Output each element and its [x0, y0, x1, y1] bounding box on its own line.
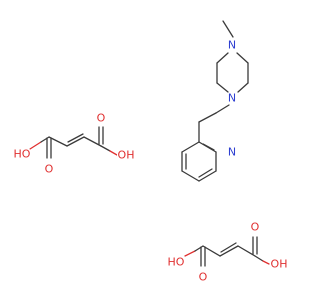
hydroxyl-label: HO	[14, 148, 31, 161]
ring-bond	[216, 82, 229, 93]
oh-bond	[109, 150, 118, 156]
carboxyl-bond	[100, 145, 111, 152]
oh-bond	[262, 260, 270, 265]
pyridine-ring	[181, 121, 217, 182]
methylpiperazine	[216, 20, 249, 93]
ring-bond	[202, 143, 215, 151]
carboxyl-bond	[254, 255, 264, 262]
linker-bond	[215, 104, 230, 114]
chain-bond	[83, 136, 102, 147]
ring-bond	[181, 141, 200, 153]
nitrogen-atom-label: N	[228, 39, 236, 52]
hydroxyl-label: OH	[118, 149, 135, 162]
ring-bond	[216, 52, 229, 64]
nitrogen-atom-label: N	[228, 146, 236, 159]
oh-bond	[184, 250, 196, 257]
carboxyl-bond	[40, 136, 50, 143]
butenedioic-acid-1	[29, 126, 118, 159]
oxygen-atom-label: O	[45, 163, 54, 176]
chain-bond	[237, 245, 256, 257]
chemical-structure-diagram: N N N HO O O OH HO O O OH	[13, 20, 288, 284]
nitrogen-atom-label: N	[228, 92, 236, 105]
chain-bond	[219, 245, 239, 257]
ring-bond	[198, 168, 213, 178]
oh-bond	[29, 141, 42, 150]
ring-bond	[236, 52, 249, 64]
ring-bond	[181, 170, 200, 182]
ethyl-linker	[198, 104, 230, 123]
chain-bond	[66, 136, 85, 147]
butenedioic-acid-2	[184, 236, 270, 267]
hydroxyl-label: HO	[168, 256, 185, 269]
linker-bond	[198, 112, 217, 123]
chain-double-bond	[220, 242, 237, 253]
methyl-bond	[222, 20, 234, 38]
ring-bond	[198, 170, 217, 182]
atom-labels: N N N HO O O OH HO O O OH	[13, 39, 288, 284]
oxygen-atom-label: O	[199, 271, 208, 284]
chain-bond	[202, 245, 221, 257]
chain-double-bond	[67, 133, 84, 143]
carboxyl-bond	[194, 245, 204, 252]
oxygen-atom-label: O	[251, 221, 260, 234]
ring-bond	[237, 82, 249, 93]
hydroxyl-label: OH	[271, 258, 288, 271]
oxygen-atom-label: O	[97, 112, 106, 125]
chain-bond	[48, 136, 68, 147]
